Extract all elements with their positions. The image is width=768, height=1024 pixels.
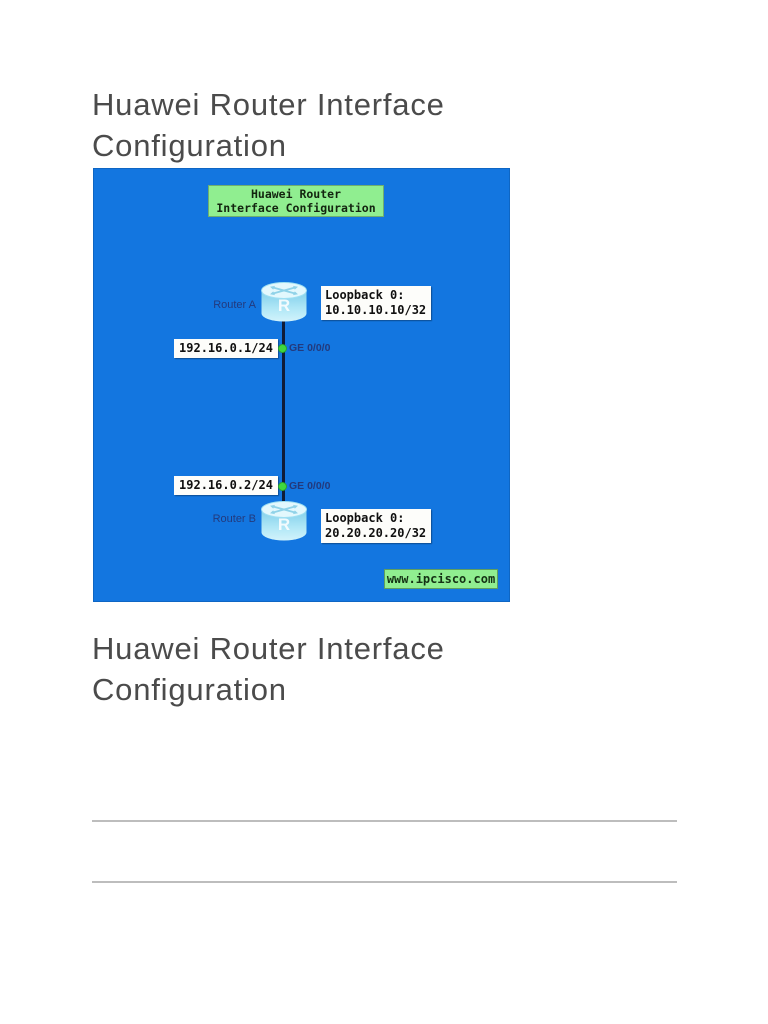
diagram-title-line1: Huawei Router bbox=[250, 187, 341, 201]
router-b-ip-box: 192.16.0.2/24 bbox=[174, 476, 278, 495]
diagram-title-box: Huawei Router Interface Configuration bbox=[208, 185, 384, 217]
router-b-label: Router B bbox=[212, 513, 256, 525]
horizontal-divider-2 bbox=[92, 881, 677, 883]
ethernet-link-line bbox=[282, 317, 285, 511]
horizontal-divider-1 bbox=[92, 820, 677, 822]
router-b-loopback-ip: 20.20.20.20/32 bbox=[325, 526, 427, 540]
router-a-port-dot bbox=[278, 344, 287, 353]
router-b-icon: R bbox=[261, 500, 307, 542]
diagram-title-line2: Interface Configuration bbox=[216, 201, 376, 215]
router-b-port-dot bbox=[278, 482, 287, 491]
watermark-url: www.ipcisco.com bbox=[384, 569, 498, 589]
router-b-loopback-title: Loopback 0: bbox=[325, 511, 405, 525]
router-a-icon-letter: R bbox=[278, 296, 290, 315]
router-a-ip-box: 192.16.0.1/24 bbox=[174, 339, 278, 358]
router-b-icon-letter: R bbox=[278, 515, 290, 534]
router-b-loopback-box: Loopback 0: 20.20.20.20/32 bbox=[321, 509, 431, 543]
router-a-loopback-ip: 10.10.10.10/32 bbox=[325, 303, 427, 317]
router-a-interface-label: GE 0/0/0 bbox=[289, 342, 331, 354]
network-diagram: Huawei Router Interface Configuration Ro… bbox=[93, 168, 510, 602]
router-a-loopback-title: Loopback 0: bbox=[325, 288, 405, 302]
router-a-loopback-box: Loopback 0: 10.10.10.10/32 bbox=[321, 286, 431, 320]
router-b-interface-label: GE 0/0/0 bbox=[289, 480, 331, 492]
router-a-icon: R bbox=[261, 281, 307, 323]
router-a-label: Router A bbox=[213, 299, 256, 311]
page-title-repeat: Huawei Router Interface Configuration bbox=[92, 631, 445, 707]
page-title: Huawei Router Interface Configuration bbox=[92, 87, 445, 163]
